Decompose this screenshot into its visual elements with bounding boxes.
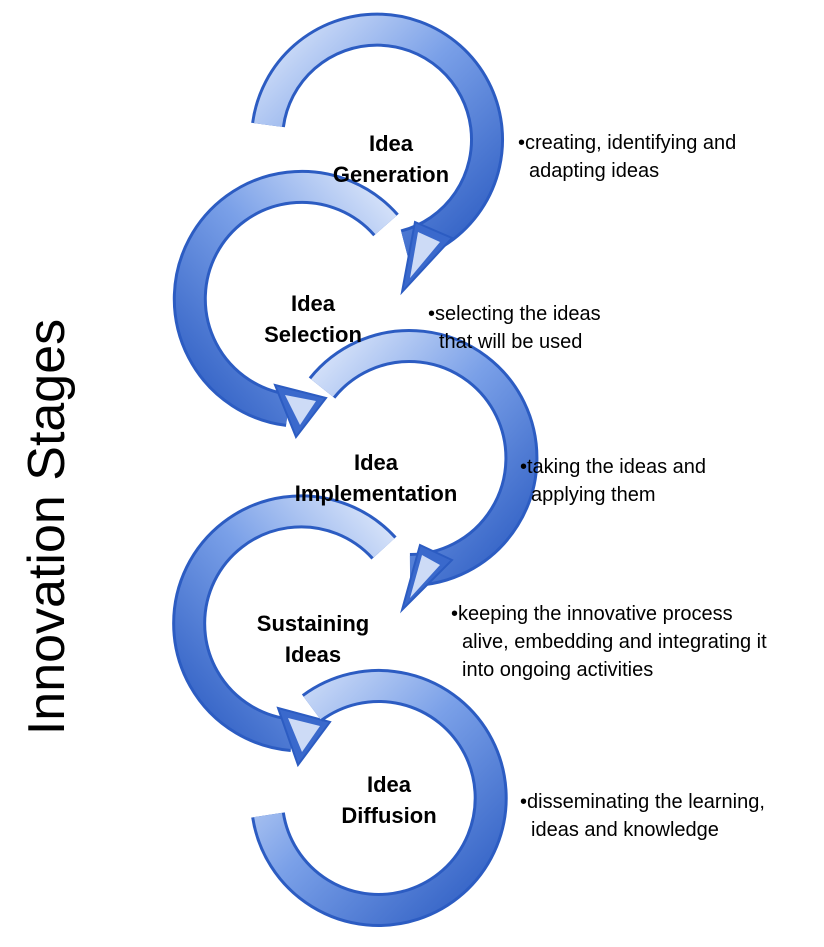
description-line: adapting ideas bbox=[529, 160, 660, 182]
description-line: alive, embedding and integrating it bbox=[462, 631, 767, 653]
description-line: that will be used bbox=[439, 331, 583, 353]
description-line: into ongoing activities bbox=[462, 659, 654, 681]
stage-label-line: Sustaining bbox=[256, 611, 370, 636]
stage-3-circular-arrow bbox=[308, 329, 539, 614]
stage-label-line: Selection bbox=[264, 322, 362, 347]
stage-label-idea-implementation: Idea Implementation bbox=[295, 447, 458, 509]
stage-description-idea-implementation: •taking the ideas and applying them bbox=[520, 453, 706, 509]
stage-4-circular-arrow bbox=[172, 494, 397, 768]
stage-label-line: Idea bbox=[368, 131, 414, 156]
stage-5-circular-arrow bbox=[251, 668, 508, 927]
stage-label-line: Idea bbox=[353, 450, 399, 475]
stage-description-idea-selection: •selecting the ideas that will be used bbox=[428, 300, 601, 356]
stage-description-idea-diffusion: •disseminating the learning, ideas and k… bbox=[520, 788, 765, 844]
stage-description-sustaining-ideas: •keeping the innovative process alive, e… bbox=[451, 600, 767, 684]
stage-label-idea-diffusion: Idea Diffusion bbox=[341, 769, 436, 831]
stage-1-circular-arrow bbox=[251, 12, 504, 296]
stage-description-idea-generation: •creating, identifying and adapting idea… bbox=[518, 129, 736, 185]
stage-label-idea-selection: Idea Selection bbox=[264, 288, 362, 350]
stage-label-line: Generation bbox=[332, 162, 450, 187]
stage-2-circular-arrow bbox=[172, 169, 399, 439]
description-line: ideas and knowledge bbox=[531, 819, 719, 841]
description-line: •taking the ideas and bbox=[520, 456, 707, 478]
stage-label-line: Implementation bbox=[294, 481, 458, 506]
stage-label-line: Idea bbox=[366, 772, 412, 797]
description-line: •keeping the innovative process bbox=[451, 603, 733, 625]
stage-label-line: Diffusion bbox=[341, 803, 437, 828]
description-line: •selecting the ideas bbox=[428, 303, 601, 325]
stage-label-idea-generation: Idea Generation bbox=[333, 128, 449, 190]
description-line: applying them bbox=[531, 484, 656, 506]
description-line: •creating, identifying and bbox=[518, 132, 737, 154]
stage-label-sustaining-ideas: Sustaining Ideas bbox=[257, 608, 369, 670]
diagram-title: Innovation Stages bbox=[18, 318, 76, 736]
stage-label-line: Idea bbox=[290, 291, 336, 316]
description-line: •disseminating the learning, bbox=[520, 791, 765, 813]
stage-label-line: Ideas bbox=[284, 642, 342, 667]
